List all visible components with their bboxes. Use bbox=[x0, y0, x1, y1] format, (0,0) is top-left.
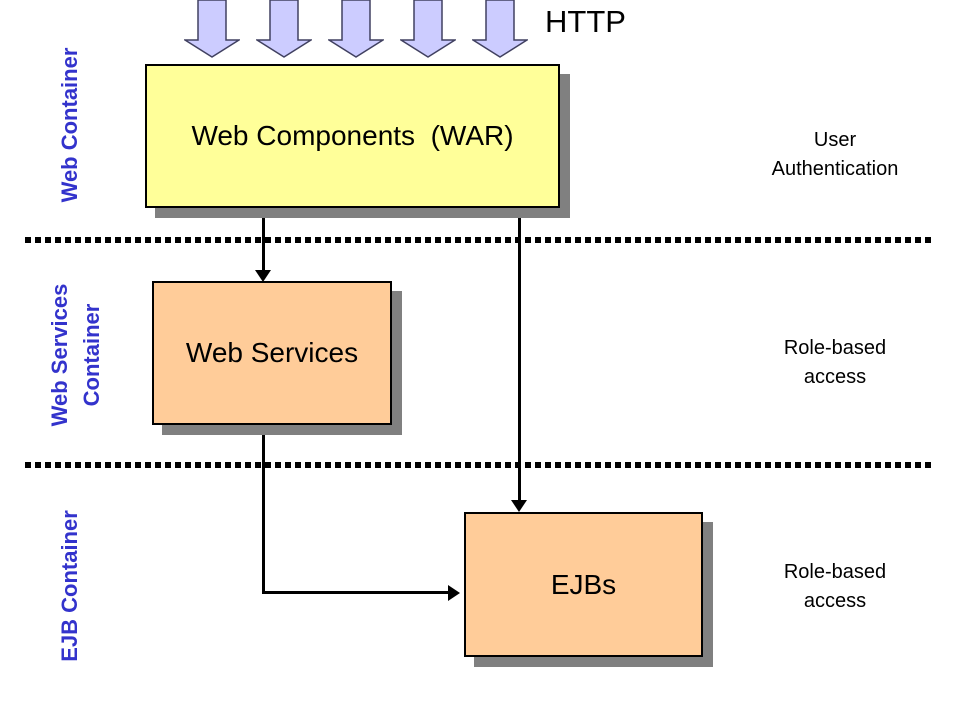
web-components-box: Web Components (WAR) bbox=[145, 64, 560, 208]
connector-war-to-ejbs bbox=[518, 208, 521, 501]
http-request-arrow-icon bbox=[472, 0, 528, 58]
web-services-box-label: Web Services bbox=[185, 337, 359, 368]
http-label: HTTP bbox=[545, 4, 626, 39]
connector-webservices-to-ejbs-horizontal bbox=[262, 591, 450, 594]
role-based-access-annotation-ejb: Role-based access bbox=[783, 561, 887, 612]
dashed-divider-web-ws bbox=[25, 237, 935, 243]
http-request-arrow-icon bbox=[400, 0, 456, 58]
role-based-access-annotation-webservices: Role-based access bbox=[783, 337, 887, 388]
connector-war-to-webservices bbox=[262, 208, 265, 272]
arrowhead-down-icon bbox=[255, 270, 271, 282]
arrowhead-down-icon bbox=[511, 500, 527, 512]
http-request-arrow-icon bbox=[328, 0, 384, 58]
web-container-label: Web Container bbox=[57, 47, 82, 203]
http-request-arrow-icon bbox=[256, 0, 312, 58]
dashed-divider-ws-ejb bbox=[25, 462, 935, 468]
http-request-arrow-icon bbox=[184, 0, 240, 58]
web-services-container-label: Web Services Container bbox=[47, 283, 104, 427]
user-authentication-annotation: User Authentication bbox=[771, 129, 899, 180]
arrowhead-right-icon bbox=[448, 585, 460, 601]
web-services-box: Web Services bbox=[152, 281, 392, 425]
connector-webservices-to-ejbs-vertical bbox=[262, 423, 265, 594]
ejbs-box: EJBs bbox=[464, 512, 703, 657]
ejb-container-label: EJB Container bbox=[57, 510, 82, 662]
web-components-box-label: Web Components (WAR) bbox=[191, 120, 514, 151]
ejbs-box-label: EJBs bbox=[550, 568, 617, 600]
